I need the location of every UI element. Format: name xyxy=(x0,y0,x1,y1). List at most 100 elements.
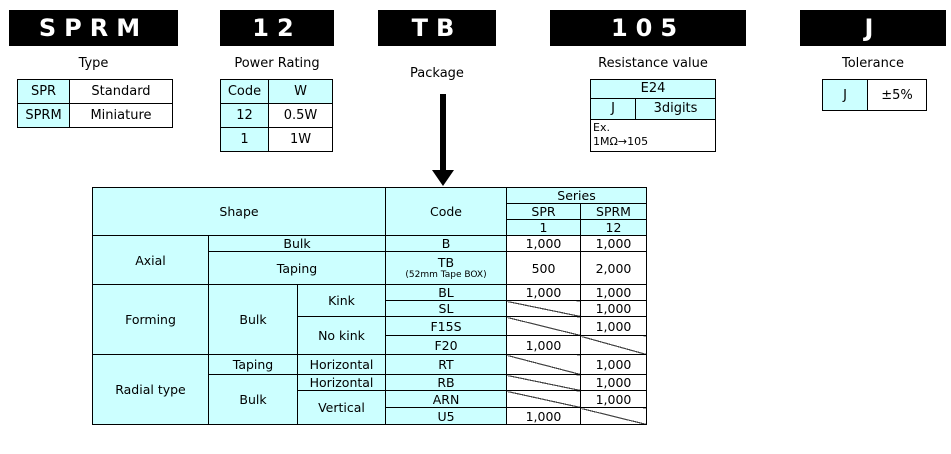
shape-axial: Axial xyxy=(92,235,209,285)
shape-radial: Radial type xyxy=(92,354,209,425)
resistance-caption: Resistance value xyxy=(598,56,708,71)
value-f20-sprm-empty xyxy=(580,335,647,355)
value-rt-spr-empty xyxy=(506,354,581,375)
header-shape: Shape xyxy=(92,187,386,236)
table-row: U5 1,000 xyxy=(93,407,647,425)
code-b: B xyxy=(385,235,507,252)
code-sl: SL xyxy=(385,300,507,317)
power-header-w: W xyxy=(268,79,333,104)
power-table: Code W 12 0.5W 1 1W xyxy=(220,79,333,152)
power-code-cell: 12 xyxy=(220,103,269,128)
radial-bulk-horizontal: Horizontal xyxy=(297,374,386,391)
radial-taping-horizontal: Horizontal xyxy=(297,354,386,375)
tolerance-caption: Tolerance xyxy=(842,56,904,71)
tolerance-table: J ±5% xyxy=(822,79,927,111)
code-tb-note: (52mm Tape BOX) xyxy=(405,270,487,280)
value-u5-sprm-empty xyxy=(580,407,647,425)
power-value-cell: 1W xyxy=(268,127,333,152)
header-code: Code xyxy=(385,187,507,236)
value-f15s-sprm: 1,000 xyxy=(580,316,647,336)
header-series: Series xyxy=(506,187,647,204)
type-code-box: SPRM xyxy=(9,10,178,46)
table-row: Taping TB (52mm Tape BOX) 500 2,000 xyxy=(93,251,647,285)
code-f15s: F15S xyxy=(385,316,507,336)
package-code-box: TB xyxy=(378,10,496,46)
resistance-digits: 3digits xyxy=(636,99,715,119)
resistance-code-box: 105 xyxy=(550,10,746,46)
type-name-cell: Miniature xyxy=(69,103,173,128)
type-caption: Type xyxy=(78,56,109,71)
power-value-cell: 0.5W xyxy=(268,103,333,128)
header-sprm-num: 12 xyxy=(580,219,647,236)
forming-bulk: Bulk xyxy=(208,284,298,355)
power-code-cell: 1 xyxy=(220,127,269,152)
value-b-spr: 1,000 xyxy=(506,235,581,252)
value-u5-spr: 1,000 xyxy=(506,407,581,425)
type-table: SPR Standard SPRM Miniature xyxy=(17,79,173,128)
tolerance-code: J xyxy=(822,79,868,111)
value-rb-spr-empty xyxy=(506,374,581,391)
radial-taping: Taping xyxy=(208,354,298,375)
header-spr: SPR xyxy=(506,203,581,220)
shape-forming: Forming xyxy=(92,284,209,355)
value-sl-spr-empty xyxy=(506,300,581,317)
table-row: Code W xyxy=(220,79,333,104)
code-tb: TB (52mm Tape BOX) xyxy=(385,251,507,285)
table-row: Vertical ARN 1,000 xyxy=(93,390,647,425)
resistance-box: E24 J 3digits Ex. 1MΩ→105 xyxy=(590,79,716,152)
code-bl: BL xyxy=(385,284,507,301)
table-row: Radial type Taping Horizontal RT 1,000 xyxy=(92,354,647,425)
table-row: No kink F15S 1,000 xyxy=(93,316,647,355)
code-tb-label: TB xyxy=(437,255,455,270)
down-arrow-icon xyxy=(432,170,454,186)
value-b-sprm: 1,000 xyxy=(580,235,647,252)
code-u5: U5 xyxy=(385,407,507,425)
tolerance-code-box: J xyxy=(800,10,946,46)
value-tb-spr: 500 xyxy=(506,251,581,285)
header-spr-num: 1 xyxy=(506,219,581,236)
value-arn-spr-empty xyxy=(506,390,581,408)
power-code-box: 12 xyxy=(220,10,334,46)
package-table: Shape Code Series SPR SPRM 1 12 Axial Bu… xyxy=(92,187,647,425)
table-row: SPR SPRM xyxy=(93,203,647,220)
value-bl-spr: 1,000 xyxy=(506,284,581,301)
table-row: J ±5% xyxy=(822,79,927,111)
resistance-series: E24 xyxy=(591,80,715,99)
type-code-cell: SPRM xyxy=(17,103,70,128)
type-code-cell: SPR xyxy=(17,79,70,104)
header-sprm: SPRM xyxy=(580,203,647,220)
table-row: SPRM Miniature xyxy=(17,103,173,128)
axial-bulk: Bulk xyxy=(208,235,386,252)
arrow-shaft xyxy=(440,94,446,170)
table-row: 12 0.5W xyxy=(220,103,333,128)
value-sl-sprm: 1,000 xyxy=(580,300,647,317)
table-row: Axial Bulk B 1,000 1,000 xyxy=(92,235,647,285)
table-row: SPR Standard xyxy=(17,79,173,104)
resistance-example-value: 1MΩ→105 xyxy=(593,135,649,148)
table-row: SL 1,000 xyxy=(93,300,647,317)
value-tb-sprm: 2,000 xyxy=(580,251,647,285)
type-name-cell: Standard xyxy=(69,79,173,104)
forming-kink: Kink xyxy=(297,284,386,317)
power-caption: Power Rating xyxy=(234,56,320,71)
value-f20-spr: 1,000 xyxy=(506,335,581,355)
resistance-code: J xyxy=(591,99,636,119)
package-caption: Package xyxy=(410,66,464,81)
resistance-example-label: Ex. xyxy=(593,121,610,134)
radial-bulk-vertical: Vertical xyxy=(297,390,386,425)
power-header-code: Code xyxy=(220,79,269,104)
forming-no-kink: No kink xyxy=(297,316,386,355)
table-row: 1 1W xyxy=(220,127,333,152)
table-row: F20 1,000 xyxy=(93,335,647,355)
value-arn-sprm: 1,000 xyxy=(580,390,647,408)
code-f20: F20 xyxy=(385,335,507,355)
table-row: 1 12 xyxy=(93,219,647,236)
code-arn: ARN xyxy=(385,390,507,408)
value-bl-sprm: 1,000 xyxy=(580,284,647,301)
code-rt: RT xyxy=(385,354,507,375)
table-row: Shape Code Series xyxy=(92,187,647,236)
value-rb-sprm: 1,000 xyxy=(580,374,647,391)
code-rb: RB xyxy=(385,374,507,391)
table-row: Bulk Horizontal RB 1,000 xyxy=(93,374,647,425)
value-rt-sprm: 1,000 xyxy=(580,354,647,375)
